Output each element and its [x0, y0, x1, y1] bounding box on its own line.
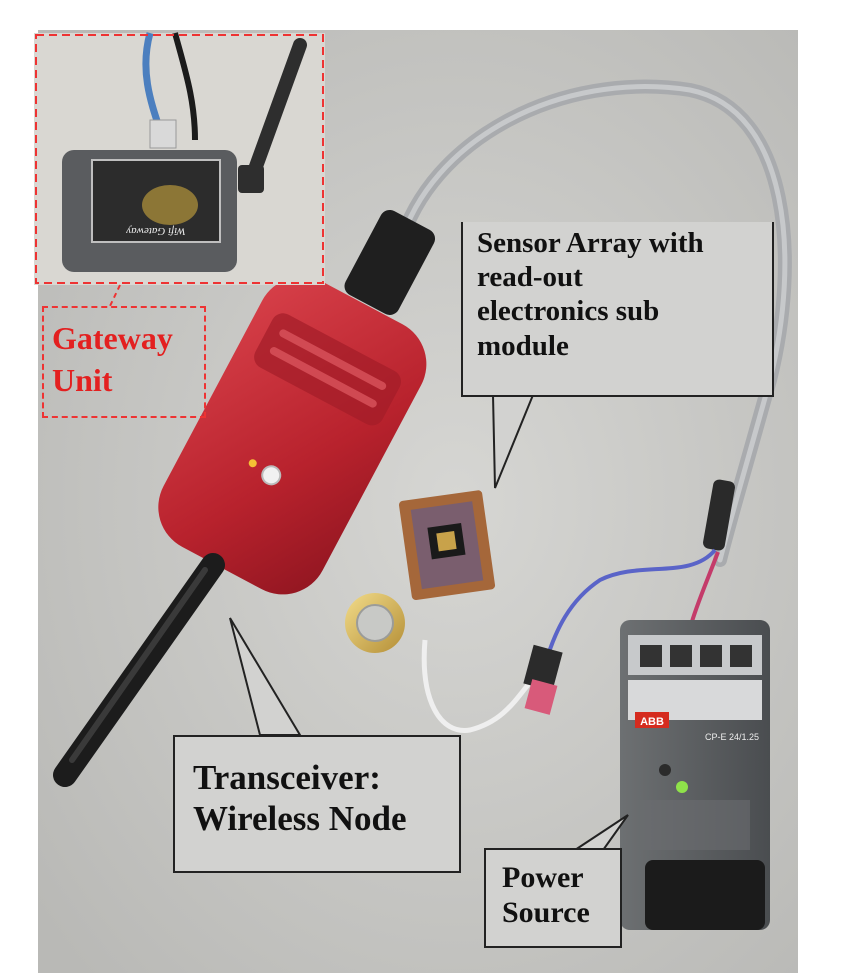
- transceiver-callout: Transceiver: Wireless Node: [173, 735, 461, 873]
- sensor-array-callout: Sensor Array with read-out electronics s…: [461, 222, 774, 397]
- gateway-inset: Wifi Gateway: [34, 32, 325, 285]
- sensor-callout-line-1: Sensor Array with: [477, 227, 704, 259]
- psu-black-tape: [645, 860, 765, 930]
- gateway-unit-label-line-1: Gateway: [52, 320, 173, 356]
- power-callout-line-1: Power: [502, 861, 584, 894]
- psu-model: CP-E 24/1.25: [705, 732, 759, 742]
- euro-coin-center: [356, 604, 394, 642]
- gateway-power-cable: [172, 32, 198, 141]
- transceiver-button: [261, 465, 282, 486]
- power-source-callout: Power Source: [484, 848, 622, 948]
- wire-bundle: [543, 548, 717, 666]
- gateway-unit-label-line-2: Unit: [52, 361, 113, 398]
- abb-logo: [635, 712, 669, 728]
- transceiver-callout-line-1: Transceiver:: [193, 758, 381, 797]
- psu-brand: ABB: [640, 716, 664, 728]
- power-callout-line-2: Source: [502, 896, 590, 930]
- psu-power-led: [676, 781, 688, 793]
- transceiver-cable-gland: [344, 209, 436, 315]
- gateway-antenna: [243, 38, 307, 190]
- sensor-callout-line-2: read-out: [477, 261, 583, 294]
- sensor-callout-line-3: electronics sub: [477, 295, 660, 328]
- sensor-cable-highlight: [397, 84, 788, 563]
- sensor-array-board: [398, 490, 496, 600]
- gateway-unit-label: Gateway Unit: [42, 306, 206, 418]
- sensor-callout-line-4: module: [477, 329, 569, 362]
- transceiver-antenna: [53, 553, 225, 787]
- gateway-leader-line: [109, 284, 121, 307]
- transceiver-callout-line-2: Wireless Node: [193, 799, 407, 839]
- transceiver-node: [158, 276, 427, 595]
- power-supply: ABB CP-E 24/1.25: [620, 620, 770, 930]
- psu-adjust-knob: [659, 764, 671, 776]
- transceiver-antenna-highlight: [69, 567, 208, 763]
- wire-connector-pink: [524, 679, 558, 715]
- wire-white: [421, 639, 547, 733]
- transceiver-led: [248, 459, 257, 468]
- gateway-panel-text: Wifi Gateway: [126, 225, 186, 237]
- cable-connector-sleeve: [703, 479, 735, 551]
